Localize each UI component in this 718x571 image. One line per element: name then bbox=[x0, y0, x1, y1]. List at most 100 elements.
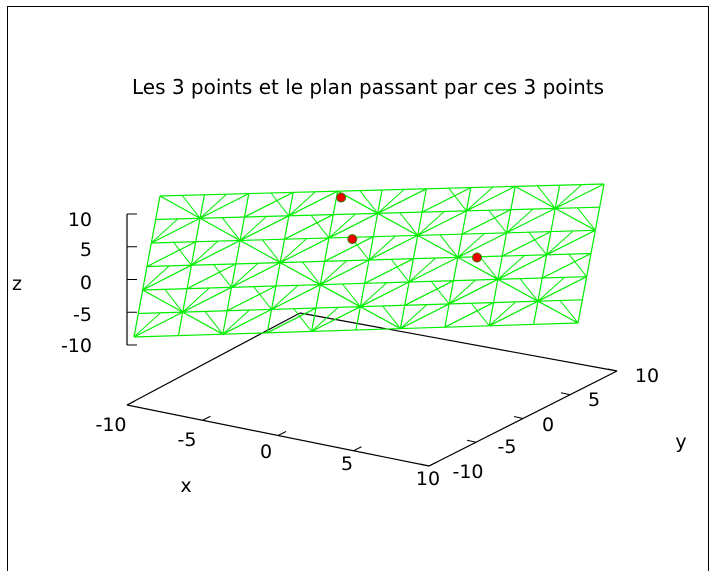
mesh-diagonal bbox=[302, 261, 321, 285]
mesh-diagonal bbox=[417, 234, 459, 258]
mesh-diagonal bbox=[360, 281, 410, 308]
mesh-diagonal bbox=[408, 257, 436, 283]
y-tick-label: -5 bbox=[498, 436, 517, 458]
mesh-diagonal bbox=[181, 195, 201, 219]
x-tick bbox=[353, 446, 362, 452]
mesh-diagonal bbox=[221, 217, 241, 241]
mesh-diagonal bbox=[199, 217, 241, 241]
mesh-diagonal bbox=[182, 286, 232, 313]
mesh-diagonal bbox=[501, 231, 552, 257]
x-tick bbox=[126, 400, 136, 406]
mesh-diagonal bbox=[133, 311, 184, 338]
mesh-diagonal bbox=[377, 212, 419, 236]
data-points bbox=[336, 192, 482, 263]
mesh-diagonal bbox=[466, 185, 516, 212]
mesh-diagonal bbox=[488, 300, 539, 327]
mesh-diagonal bbox=[457, 256, 499, 280]
data-point bbox=[472, 252, 482, 263]
x-tick-label: -5 bbox=[178, 429, 197, 451]
mesh-diagonal bbox=[497, 254, 547, 280]
z-tick-label: 0 bbox=[80, 272, 92, 294]
mesh-diagonal bbox=[182, 311, 224, 335]
mesh-diagonal bbox=[231, 262, 281, 288]
z-tick-label: 5 bbox=[80, 239, 92, 261]
mesh-diagonal bbox=[222, 308, 272, 335]
mesh-diagonal bbox=[222, 309, 250, 335]
mesh-diagonal bbox=[461, 209, 512, 235]
mesh-diagonal bbox=[293, 308, 312, 332]
y-tick bbox=[419, 463, 430, 467]
mesh-diagonal bbox=[537, 276, 587, 302]
mesh-diagonal bbox=[528, 231, 547, 256]
mesh-diagonal bbox=[514, 185, 556, 209]
mesh-diagonal bbox=[231, 262, 259, 288]
mesh-diagonal bbox=[488, 301, 517, 327]
mesh-diagonal bbox=[311, 306, 339, 332]
mesh-diagonal bbox=[546, 230, 574, 256]
mesh-diagonal bbox=[319, 260, 348, 286]
y-tick bbox=[513, 416, 524, 419]
mesh-diagonal bbox=[537, 185, 556, 209]
mesh-diagonal bbox=[554, 207, 596, 231]
mesh-diagonal bbox=[506, 208, 534, 234]
mesh-diagonal bbox=[186, 263, 237, 290]
mesh-diagonal bbox=[213, 264, 232, 288]
z-tick-label: -5 bbox=[73, 304, 92, 326]
mesh-diagonal bbox=[199, 193, 227, 219]
mesh-diagonal bbox=[399, 212, 419, 236]
mesh-diagonal bbox=[310, 214, 330, 239]
y-tick bbox=[607, 368, 618, 372]
x-tick bbox=[277, 431, 287, 436]
mesh-diagonal bbox=[191, 239, 241, 266]
mesh-diagonal bbox=[368, 235, 396, 261]
mesh-diagonal bbox=[271, 284, 299, 310]
mesh-diagonal bbox=[430, 281, 450, 305]
mesh-diagonal bbox=[150, 218, 179, 244]
y-tick bbox=[466, 439, 477, 443]
mesh-diagonal bbox=[479, 256, 499, 280]
mesh-diagonal bbox=[239, 216, 268, 241]
y-tick bbox=[560, 392, 571, 396]
mesh-diagonal bbox=[288, 190, 338, 217]
mesh-diagonal bbox=[342, 283, 361, 307]
y-tick-label: 0 bbox=[542, 414, 554, 436]
z-tick-labels: 10 5 0 -5 -10 bbox=[61, 209, 92, 357]
mesh-diagonal bbox=[359, 282, 388, 308]
plane-mesh bbox=[133, 183, 605, 338]
mesh-diagonal bbox=[554, 184, 583, 209]
axis-ticks bbox=[126, 213, 618, 467]
data-point bbox=[347, 234, 358, 245]
x-tick-label: 10 bbox=[416, 468, 440, 490]
mesh-diagonal bbox=[288, 191, 316, 217]
x-tick-label: 0 bbox=[260, 441, 272, 463]
mesh-diagonal bbox=[554, 183, 605, 209]
mesh-diagonal bbox=[519, 278, 539, 302]
mesh-diagonal bbox=[328, 213, 356, 239]
mesh-diagonal bbox=[244, 191, 294, 218]
mesh-diagonal bbox=[279, 238, 308, 263]
back-x-axis-line bbox=[299, 312, 618, 372]
mesh-diagonal bbox=[457, 232, 507, 258]
y-axis-label: y bbox=[675, 431, 686, 453]
x-tick-label: -10 bbox=[95, 414, 126, 436]
chart-title: Les 3 points et le plan passant par ces … bbox=[132, 75, 604, 99]
mesh-diagonal bbox=[133, 312, 161, 338]
mesh-line bbox=[133, 322, 579, 338]
mesh-diagonal bbox=[253, 286, 272, 310]
mesh-diagonal bbox=[279, 262, 321, 286]
mesh-diagonal bbox=[448, 278, 499, 305]
mesh-diagonal bbox=[359, 190, 379, 214]
mesh-diagonal bbox=[319, 259, 370, 286]
mesh-diagonal bbox=[146, 241, 197, 268]
mesh-diagonal bbox=[400, 304, 428, 329]
x-tick-labels: -10 -5 0 5 10 bbox=[95, 414, 440, 490]
mesh-diagonal bbox=[457, 233, 485, 258]
mesh-diagonal bbox=[270, 192, 290, 217]
mesh-diagonal bbox=[546, 229, 596, 256]
mesh-diagonal bbox=[226, 285, 277, 312]
mesh-diagonal bbox=[417, 210, 467, 236]
mesh-diagonal bbox=[239, 239, 281, 264]
mesh-diagonal bbox=[199, 193, 250, 219]
mesh-diagonal bbox=[417, 211, 445, 236]
